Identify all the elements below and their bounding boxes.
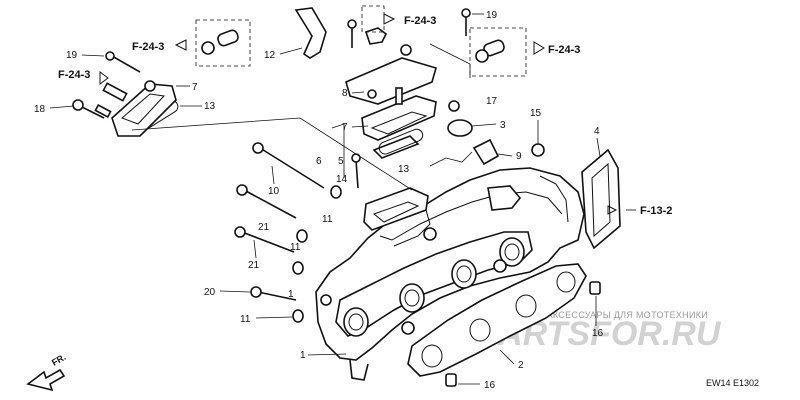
- callout-17: 17: [486, 96, 498, 107]
- callout-labels: 1 2 3 4 5 6 7 7 8 9 10 11 11 1 11 12 13 …: [34, 10, 604, 391]
- callout-14: 14: [336, 174, 348, 185]
- hose-strap: [294, 7, 327, 59]
- callout-18: 18: [34, 104, 46, 115]
- callout-15: 15: [530, 108, 542, 119]
- callout-21a: 21: [258, 222, 270, 233]
- sensor-cap: [364, 27, 388, 45]
- front-direction-arrow: FR.: [26, 352, 68, 392]
- ref-f-24-3-top: F-24-3: [404, 15, 436, 27]
- callout-11a: 11: [322, 214, 333, 225]
- callout-7a: 7: [192, 82, 198, 93]
- callout-8: 8: [342, 88, 348, 99]
- egr-valve: [94, 80, 177, 137]
- ref-box: [195, 19, 251, 67]
- ref-f-24-3-right: F-24-3: [548, 44, 580, 56]
- leader-line: [331, 123, 345, 178]
- ref-arrows: [99, 13, 618, 215]
- callout-6: 6: [316, 156, 322, 167]
- callout-5: 5: [338, 156, 344, 167]
- callout-2: 2: [518, 360, 524, 371]
- oxygen-sensor: [429, 119, 500, 167]
- leader-line: [131, 117, 413, 191]
- flange-gasket: [581, 148, 621, 250]
- ref-box: [469, 27, 527, 77]
- exhaust-manifold: [315, 167, 585, 381]
- leader-line: [429, 43, 471, 78]
- callout-12: 12: [264, 50, 276, 61]
- callout-13a: 13: [398, 164, 410, 175]
- ref-f-24-3-left: F-24-3: [132, 41, 164, 53]
- callout-16b: 16: [484, 380, 496, 391]
- bolt-set: [72, 8, 471, 301]
- nut-15: [531, 143, 545, 157]
- callout-4: 4: [594, 126, 600, 137]
- washer-set: [292, 185, 342, 323]
- callout-16a: 16: [592, 328, 604, 339]
- callout-10: 10: [268, 186, 280, 197]
- callout-11b: 11: [290, 242, 301, 253]
- ref-f-13-2: F-13-2: [640, 205, 672, 217]
- callout-7b: 7: [342, 122, 348, 133]
- gasket-ring: [378, 128, 424, 155]
- front-label: FR.: [50, 352, 68, 368]
- dowel-pin: [445, 281, 601, 387]
- callout-20: 20: [204, 287, 216, 298]
- callout-21b: 21: [248, 260, 260, 271]
- callout-11e: 1: [288, 289, 294, 300]
- callout-19b: 19: [486, 10, 498, 21]
- diagram-code: EW14 E1302: [706, 378, 759, 388]
- section-references: F-24-3 F-24-3 F-24-3 F-24-3 F-13-2: [58, 15, 672, 217]
- callout-13b: 13: [204, 101, 216, 112]
- egr-cover-upper: [345, 44, 437, 231]
- hose-clip: [201, 29, 505, 63]
- ref-box: [361, 5, 385, 33]
- callout-19a: 19: [66, 50, 78, 61]
- callout-9: 9: [516, 151, 522, 162]
- ref-f-24-3-left-lower: F-24-3: [58, 69, 90, 81]
- manifold-gasket: [407, 263, 587, 377]
- callout-3: 3: [500, 120, 506, 131]
- callout-11c: 11: [240, 314, 251, 325]
- nut-17: [448, 100, 460, 112]
- callout-1: 1: [300, 350, 306, 361]
